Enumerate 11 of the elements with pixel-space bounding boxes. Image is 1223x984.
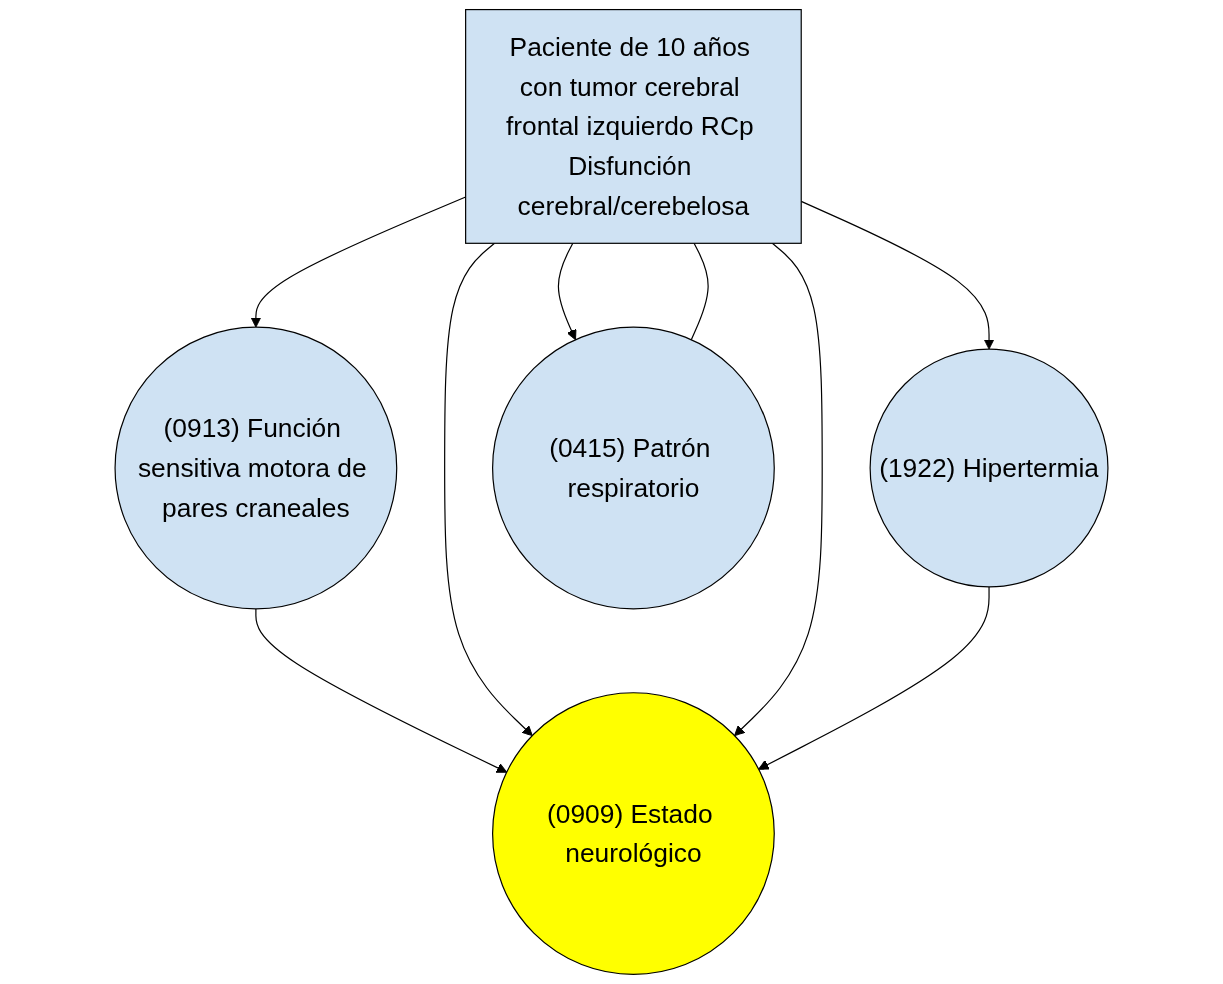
node-circle: (0415) Patrón respiratorio — [492, 326, 775, 610]
arrow — [255, 608, 508, 773]
node-circle: (0909) Estado neurológico — [492, 692, 775, 975]
arrow — [557, 242, 577, 341]
arrow — [758, 586, 990, 770]
arrow — [734, 242, 823, 737]
connector — [690, 242, 709, 341]
node-box: Paciente de 10 años con tumor cerebral frontal izquierdo RCp Disfunción cerebral/cerebelosa — [465, 9, 802, 244]
arrow — [444, 242, 533, 737]
node-circle: (0913) Función sensitiva motora de pares craneales — [114, 326, 398, 610]
node-circle: (1922) Hipertermia — [869, 348, 1109, 588]
